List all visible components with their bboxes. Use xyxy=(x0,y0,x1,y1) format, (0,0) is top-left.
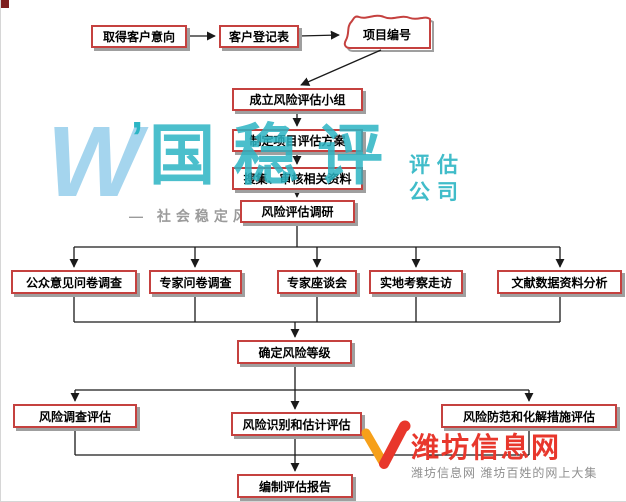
watermark-w-glyph: W xyxy=(47,106,142,218)
site-logo-checkmark-icon xyxy=(361,420,411,469)
node-risk-identification: 风险识别和估计评估 xyxy=(231,412,362,436)
node-risk-investigation: 风险调查评估 xyxy=(13,404,137,428)
node-expert-survey: 专家问卷调查 xyxy=(149,270,242,294)
node-expert-forum: 专家座谈会 xyxy=(277,270,357,294)
node-form-team: 成立风险评估小组 xyxy=(232,88,363,111)
node-risk-prevention: 风险防范和化解措施评估 xyxy=(441,404,617,428)
watermark-side-text: 评估 公司 xyxy=(409,152,465,206)
watermark-tick: ’ xyxy=(131,113,144,162)
node-project-number: 项目编号 xyxy=(362,28,411,42)
node-risk-research: 风险评估调研 xyxy=(240,200,355,223)
node-literature-analysis: 文献数据资料分析 xyxy=(497,270,622,294)
site-logo-tagline: 潍坊信息网 潍坊百姓的网上大集 xyxy=(411,466,598,480)
node-registration-form: 客户登记表 xyxy=(219,25,299,48)
site-logo-name: 潍坊信息网 xyxy=(411,432,562,463)
node-report: 编制评估报告 xyxy=(237,474,353,498)
watermark-brand: 国稳评 xyxy=(149,118,401,192)
connectors xyxy=(69,30,565,472)
node-obtain-intent: 取得客户意向 xyxy=(91,25,187,48)
watermark-side-line2: 公司 xyxy=(409,181,465,204)
watermark-side-line1: 评估 xyxy=(409,154,465,177)
node-field-visit: 实地考察走访 xyxy=(369,270,463,294)
node-make-plan: 制定项目评估方案 xyxy=(232,129,363,152)
corner-mark xyxy=(1,0,9,8)
node-public-survey: 公众意见问卷调查 xyxy=(11,270,137,294)
node-risk-level: 确定风险等级 xyxy=(237,340,352,364)
document-shape xyxy=(343,14,434,52)
